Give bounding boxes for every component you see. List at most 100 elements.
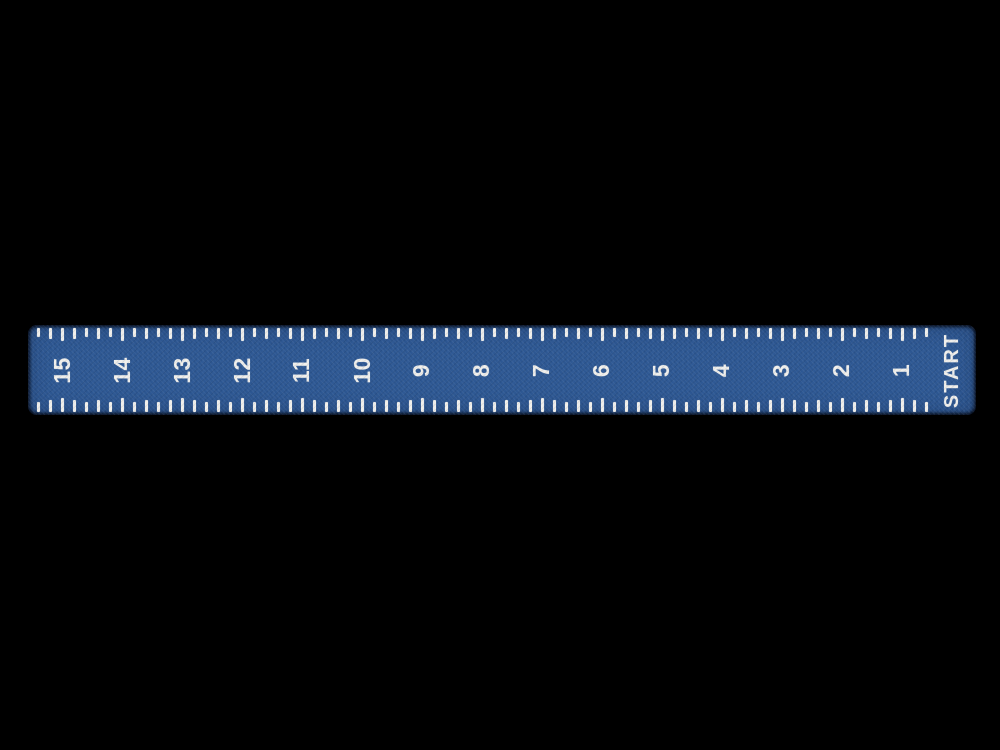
ruler-tick-major <box>180 328 184 341</box>
ruler-tick-minor <box>732 402 736 412</box>
ruler-tick-minor <box>816 400 820 412</box>
ruler-tick-minor <box>504 400 508 412</box>
ruler-tick-minor <box>204 328 208 337</box>
ruler-number-text: 5 <box>648 363 675 377</box>
ruler-tick-minor <box>744 400 748 412</box>
ruler-tick-minor <box>348 328 352 337</box>
ruler-tick-minor <box>564 402 568 412</box>
ruler-tick-minor <box>216 400 220 412</box>
ruler-tick-minor <box>312 400 316 412</box>
ruler-tick-minor <box>864 400 868 412</box>
ruler-tick-minor <box>828 328 832 337</box>
ruler-tick-minor <box>276 328 280 337</box>
ruler-tick-minor <box>732 328 736 337</box>
ruler-tick-major <box>900 398 904 412</box>
ruler-tick-minor <box>312 328 316 339</box>
ruler-tick-major <box>240 328 244 341</box>
ruler-tick-minor <box>924 328 928 337</box>
ruler-tick-major <box>180 398 184 412</box>
ruler-tick-minor <box>516 328 520 337</box>
ruler-number-text: 7 <box>528 363 555 377</box>
ruler-tick-major <box>60 328 64 341</box>
ruler-tick-minor <box>708 402 712 412</box>
ruler-tick-minor <box>696 400 700 412</box>
ruler-tick-minor <box>864 328 868 339</box>
ruler-tick-minor <box>924 402 928 412</box>
ruler-tick-minor <box>852 402 856 412</box>
ruler-tick-major <box>240 398 244 412</box>
ruler-tick-major <box>660 328 664 341</box>
ruler-tick-minor <box>384 328 388 339</box>
ruler-tick-major <box>780 328 784 341</box>
ruler-tick-minor <box>396 328 400 337</box>
ruler-tick-minor <box>888 328 892 339</box>
ruler-tick-minor <box>228 402 232 412</box>
ruler-tick-minor <box>624 400 628 412</box>
ruler-tick-major <box>360 398 364 412</box>
ruler-tick-minor <box>84 402 88 412</box>
ruler-tick-minor <box>252 402 256 412</box>
ruler-tick-minor <box>192 400 196 412</box>
ruler-tick-minor <box>168 328 172 339</box>
ruler-tick-major <box>840 398 844 412</box>
ruler-number-text: 2 <box>828 363 855 377</box>
ruler-tick-minor <box>132 402 136 412</box>
ruler-tick-minor <box>156 328 160 337</box>
ruler-tick-minor <box>768 328 772 339</box>
ruler-tick-minor <box>576 328 580 339</box>
ruler-number-text: 9 <box>408 363 435 377</box>
ruler-tick-minor <box>96 328 100 339</box>
ruler-tick-minor <box>648 328 652 339</box>
ruler-tick-minor <box>144 328 148 339</box>
ruler-tick-minor <box>108 402 112 412</box>
ruler-tick-minor <box>768 400 772 412</box>
ruler-tick-minor <box>432 400 436 412</box>
ruler-tick-minor <box>588 328 592 337</box>
ruler-tick-major <box>480 398 484 412</box>
ruler-tick-minor <box>516 402 520 412</box>
ruler-tick-minor <box>696 328 700 339</box>
ruler-tick-minor <box>384 400 388 412</box>
ruler-tick-major <box>660 398 664 412</box>
ruler-tick-minor <box>132 328 136 337</box>
ruler-tick-minor <box>756 402 760 412</box>
ruler-tick-minor <box>264 328 268 339</box>
ruler-tick-minor <box>432 328 436 339</box>
ruler-tick-major <box>120 398 124 412</box>
ruler-tick-minor <box>408 400 412 412</box>
ruler-tick-minor <box>876 328 880 337</box>
ruler-tick-minor <box>804 328 808 337</box>
ruler-tick-minor <box>144 400 148 412</box>
ruler-tick-minor <box>792 400 796 412</box>
ruler-tick-minor <box>552 328 556 339</box>
ruler-tick-minor <box>612 402 616 412</box>
ruler-tick-minor <box>72 400 76 412</box>
ruler-start-label-text: START <box>941 332 964 408</box>
ruler-tick-minor <box>528 400 532 412</box>
ruler-tick-minor <box>648 400 652 412</box>
ruler-number-text: 10 <box>348 356 375 384</box>
ruler-number-text: 14 <box>108 356 135 384</box>
ruler-tick-minor <box>468 328 472 337</box>
ruler-tick-major <box>840 328 844 341</box>
ruler-tick-major <box>420 398 424 412</box>
ruler-tick-minor <box>108 328 112 337</box>
ruler-tick-minor <box>96 400 100 412</box>
ruler-tick-major <box>300 328 304 341</box>
ruler-tick-minor <box>552 400 556 412</box>
ruler-tick-minor <box>756 328 760 337</box>
ruler-tick-major <box>900 328 904 341</box>
ruler-tick-minor <box>252 328 256 337</box>
ruler-tick-major <box>720 398 724 412</box>
ruler-tick-minor <box>888 400 892 412</box>
ruler-tick-minor <box>636 402 640 412</box>
ruler-tick-minor <box>456 400 460 412</box>
ruler-tick-minor <box>456 328 460 339</box>
ruler-tick-minor <box>36 328 40 337</box>
ruler-tick-minor <box>204 402 208 412</box>
ruler-tick-minor <box>72 328 76 339</box>
ruler-number-text: 12 <box>228 356 255 384</box>
ruler-tick-minor <box>408 328 412 339</box>
ruler-number-text: 4 <box>708 363 735 377</box>
